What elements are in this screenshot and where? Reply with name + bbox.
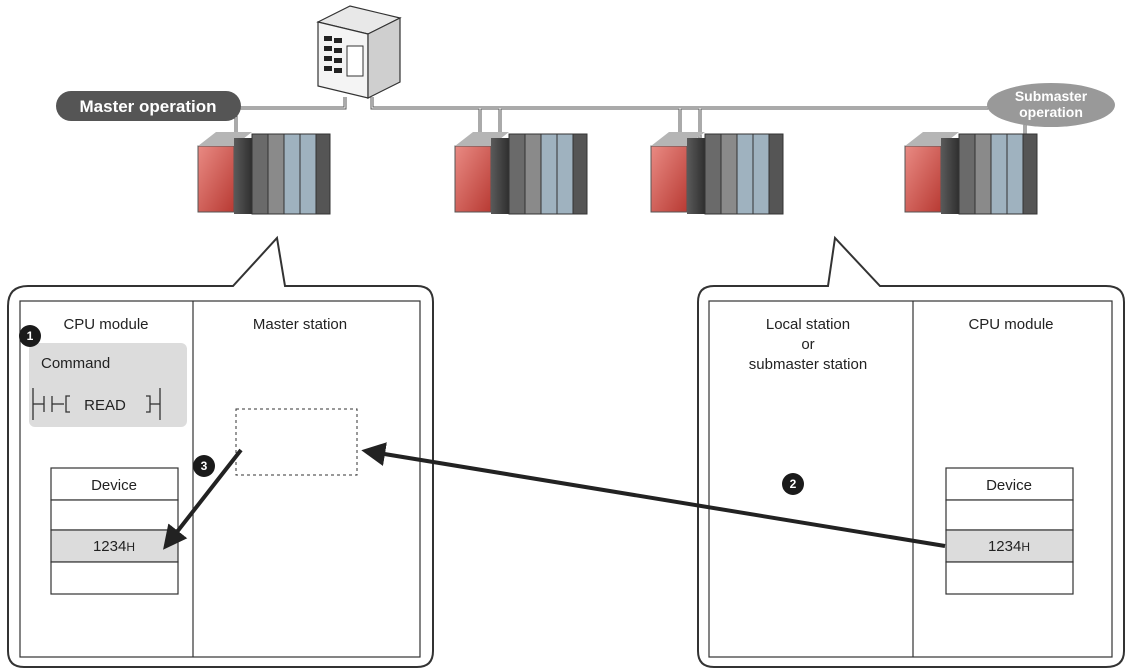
svg-text:3: 3 (201, 459, 208, 473)
plc-station-local-2 (650, 132, 784, 215)
submaster-operation-label-line2: operation (1019, 104, 1083, 120)
right-cpu-module-header: CPU module (968, 316, 1053, 333)
ladder-contact-icon (32, 388, 161, 420)
right-callout-panel (697, 235, 1125, 668)
left-device-table (50, 467, 179, 595)
right-station-header-line2: or (801, 336, 814, 353)
step-marker-1: 1 (19, 325, 41, 347)
arrow-store-to-device (163, 448, 243, 550)
left-panel-inner-frame (19, 300, 421, 658)
left-device-header: Device (91, 477, 137, 494)
submaster-operation-label-line1: Submaster (1015, 88, 1088, 104)
step-marker-3: 3 (193, 455, 215, 477)
read-instruction-label: READ (84, 397, 126, 414)
left-cpu-module-header: CPU module (63, 316, 148, 333)
master-station-buffer (235, 408, 358, 476)
master-operation-label: Master operation (80, 97, 217, 116)
arrow-remote-read (361, 442, 946, 548)
right-device-table (945, 467, 1074, 595)
plc-station-submaster (904, 132, 1038, 215)
svg-text:1: 1 (27, 329, 34, 343)
submaster-operation-badge: Submaster operation (987, 83, 1115, 127)
command-label: Command (41, 355, 110, 372)
master-operation-badge: Master operation (56, 91, 241, 121)
command-block (29, 343, 187, 427)
right-device-header: Device (986, 477, 1032, 494)
right-panel-inner-frame (708, 300, 1113, 658)
left-master-station-header: Master station (253, 316, 347, 333)
right-station-header-line3: submaster station (749, 356, 867, 373)
switching-hub-icon (316, 5, 402, 99)
step-marker-2: 2 (782, 473, 804, 495)
svg-text:2: 2 (790, 477, 797, 491)
left-device-value: 1234H (93, 538, 135, 555)
right-station-header-line1: Local station (766, 316, 850, 333)
right-device-value: 1234H (988, 538, 1030, 555)
plc-station-master (197, 132, 331, 215)
plc-station-local-1 (454, 132, 588, 215)
